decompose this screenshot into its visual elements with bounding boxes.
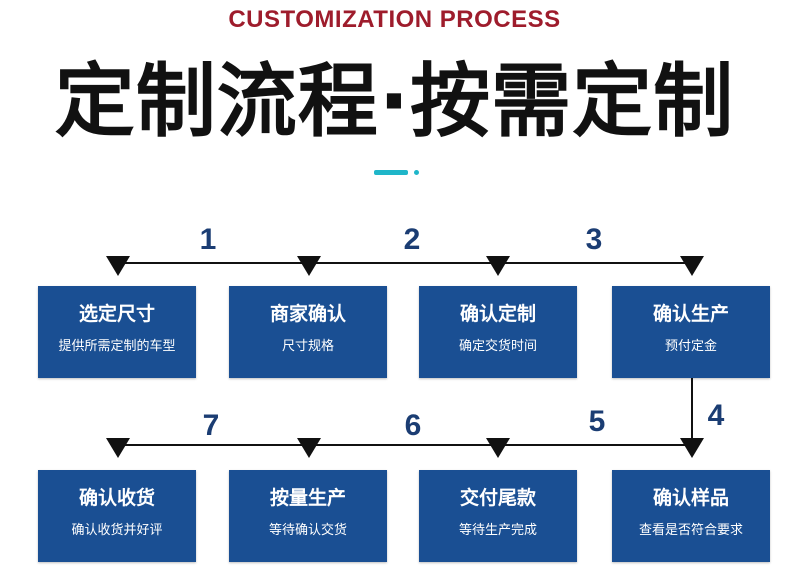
step-number-2: 2 [403, 223, 421, 256]
step-desc: 确认收货并好评 [71, 523, 163, 538]
step-number-4: 4 [707, 399, 725, 432]
arrow-down-4 [680, 256, 704, 276]
step-title: 选定尺寸 [78, 303, 155, 325]
step-desc: 查看是否符合要求 [638, 523, 743, 538]
step-desc: 提供所需定制的车型 [58, 339, 176, 354]
step-box-7: 按量生产 等待确认交货 [229, 470, 387, 562]
step-number-6: 6 [404, 409, 422, 442]
arrow-down-7 [486, 438, 510, 458]
arrow-down-3 [486, 256, 510, 276]
arrow-down-8 [680, 438, 704, 458]
step-title: 交付尾款 [459, 487, 536, 509]
step-box-6: 交付尾款 等待生产完成 [419, 470, 577, 562]
step-desc: 确定交货时间 [458, 339, 537, 354]
step-box-4: 确认生产 预付定金 [612, 286, 770, 378]
step-number-5: 5 [588, 405, 606, 438]
step-box-1: 选定尺寸 提供所需定制的车型 [38, 286, 196, 378]
accent-bar [374, 170, 408, 175]
step-number-3: 3 [585, 223, 603, 256]
step-box-8: 确认收货 确认收货并好评 [38, 470, 196, 562]
step-title: 确认生产 [652, 303, 729, 325]
step-box-3: 确认定制 确定交货时间 [419, 286, 577, 378]
page-title: 定制流程·按需定制 [54, 55, 735, 148]
step-box-2: 商家确认 尺寸规格 [229, 286, 387, 378]
step-title: 商家确认 [269, 303, 346, 325]
subtitle: CUSTOMIZATION PROCESS [228, 6, 561, 33]
step-desc: 预付定金 [664, 339, 717, 354]
accent-dot [414, 170, 419, 175]
step-title: 确认样品 [652, 487, 729, 509]
arrow-down-5 [106, 438, 130, 458]
arrow-down-1 [106, 256, 130, 276]
step-title: 按量生产 [269, 487, 346, 509]
arrow-down-6 [297, 438, 321, 458]
step-desc: 等待生产完成 [458, 523, 537, 538]
step-desc: 尺寸规格 [281, 339, 334, 354]
step-title: 确认定制 [459, 303, 536, 325]
step-number-1: 1 [199, 223, 217, 256]
step-number-7: 7 [202, 409, 220, 442]
step-title: 确认收货 [78, 487, 155, 509]
step-box-5: 确认样品 查看是否符合要求 [612, 470, 770, 562]
step-desc: 等待确认交货 [268, 523, 347, 538]
arrow-down-2 [297, 256, 321, 276]
